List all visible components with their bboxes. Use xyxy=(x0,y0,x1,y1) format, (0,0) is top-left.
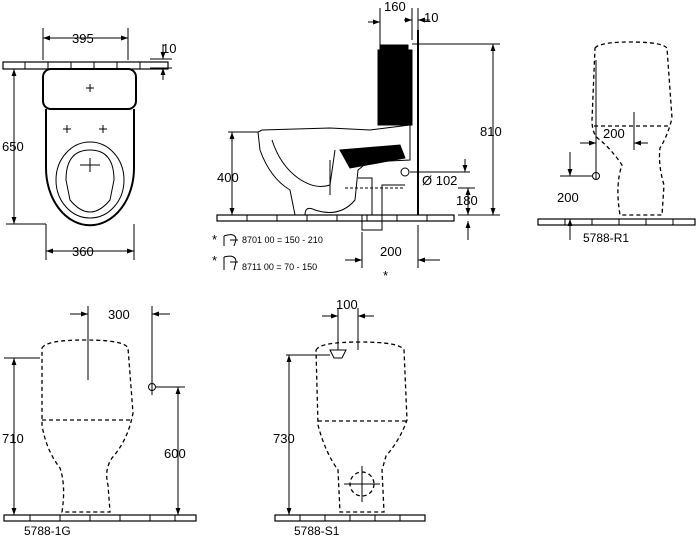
dim-s1-horizontal: 100 xyxy=(336,297,358,312)
r1-outline xyxy=(591,41,673,216)
side-section-view: 400 160 10 810 Ø 102 180 200 * * 8701 00… xyxy=(212,0,502,283)
top-view-bowl-inner xyxy=(55,141,125,219)
model-r1: 5788-R1 xyxy=(583,231,629,245)
note-asterisk-2: * xyxy=(212,253,217,268)
note-asterisk-1: * xyxy=(212,232,217,247)
top-view-tank xyxy=(42,68,137,110)
dim-1g-inlet-height: 600 xyxy=(164,446,186,461)
dim-top-offset: 10 xyxy=(162,41,176,56)
side-view-tank xyxy=(377,44,413,126)
dim-top-width: 395 xyxy=(72,31,94,46)
r1-inlet-point xyxy=(592,172,600,180)
top-view-floor xyxy=(2,61,169,70)
dim-1g-total-height: 710 xyxy=(2,431,24,446)
dim-pipe-diameter: Ø 102 xyxy=(422,173,457,188)
s1-outlet-icon xyxy=(329,349,347,359)
top-view: 395 10 650 360 xyxy=(2,28,176,260)
dim-depth-top: 160 xyxy=(384,0,406,14)
side-view-trap xyxy=(339,144,406,169)
top-view-bowl xyxy=(45,109,135,227)
model-1g: 5788-1G xyxy=(24,524,71,538)
dim-s1-total-height: 730 xyxy=(273,431,295,446)
side-view-floor xyxy=(216,214,455,222)
dim-outlet-height: 400 xyxy=(217,170,239,185)
dim-bottom-width: 360 xyxy=(72,244,94,259)
top-view-fixing-marks xyxy=(63,84,107,172)
variant-r1-view: 200 200 5788-R1 xyxy=(537,41,696,245)
model-s1: 5788-S1 xyxy=(294,524,340,538)
s1-outline xyxy=(315,341,408,513)
dim-r1-horizontal: 200 xyxy=(603,126,625,141)
note-line-2: 8711 00 = 70 - 150 xyxy=(242,262,317,272)
dim-wall-gap: 10 xyxy=(424,10,438,25)
dim-total-height: 810 xyxy=(480,124,502,139)
top-view-bowl-opening xyxy=(65,149,115,213)
1g-inlet-point xyxy=(148,383,156,391)
variant-1g-view: 300 600 710 5788-1G xyxy=(2,306,197,538)
dim-outlet-offset: 200 xyxy=(380,244,402,259)
note-line-1: 8701 00 = 150 - 210 xyxy=(242,235,323,245)
asterisk-mark: * xyxy=(383,268,388,283)
elbow-icon-1 xyxy=(223,234,238,247)
side-view-outlet-pipe xyxy=(345,167,410,231)
dim-r1-vertical: 200 xyxy=(557,190,579,205)
dim-1g-horizontal: 300 xyxy=(108,307,130,322)
1g-outline xyxy=(41,339,134,513)
elbow-icon-2 xyxy=(223,255,238,271)
side-view-bowl xyxy=(257,124,411,216)
dim-top-height: 650 xyxy=(2,139,24,154)
variant-s1-view: 100 730 5788-S1 xyxy=(273,297,426,538)
dim-inlet-height: 180 xyxy=(456,193,478,208)
